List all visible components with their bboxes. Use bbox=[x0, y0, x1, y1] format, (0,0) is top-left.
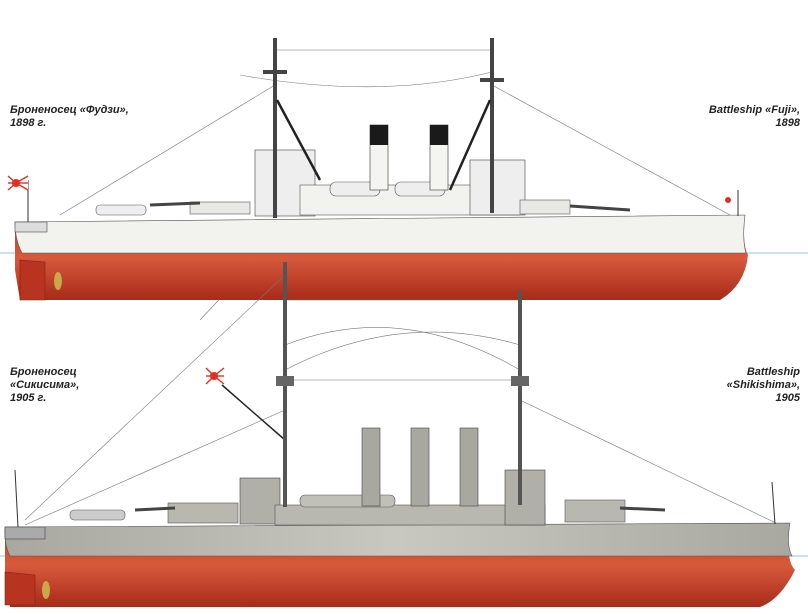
foremast bbox=[273, 38, 277, 218]
rising-sun-flag bbox=[205, 367, 225, 385]
aft-superstructure bbox=[469, 159, 526, 216]
boat bbox=[69, 509, 126, 521]
boat bbox=[95, 204, 147, 216]
caption-line: 1898 bbox=[775, 117, 800, 129]
caption-line: Броненосец bbox=[10, 366, 77, 378]
caption-line: 1905 bbox=[775, 392, 800, 404]
caption-line: Battleship bbox=[746, 366, 800, 378]
upper-hull bbox=[14, 214, 747, 254]
caption-fuji-ru: Броненосец «Фудзи», 1898 г. bbox=[10, 104, 129, 130]
caption-fuji-en: Battleship «Fuji», 1898 bbox=[709, 104, 800, 130]
caption-line: 1898 г. bbox=[10, 117, 47, 129]
rigging bbox=[24, 274, 781, 526]
caption-line: 1905 г. bbox=[10, 392, 47, 404]
funnel bbox=[361, 427, 381, 507]
rising-sun-flag bbox=[7, 175, 29, 191]
ship-shikishima bbox=[0, 262, 808, 607]
jack-flag bbox=[725, 197, 731, 203]
upper-hull bbox=[4, 522, 793, 557]
ship-fuji bbox=[0, 38, 808, 321]
caption-line: Battleship «Fuji», bbox=[708, 104, 800, 116]
mainmast bbox=[518, 290, 522, 505]
fore-superstructure bbox=[239, 477, 281, 525]
caption-shikishima-en: Battleship «Shikishima», 1905 bbox=[727, 366, 800, 405]
caption-line: «Сикисима», bbox=[10, 379, 80, 391]
funnel bbox=[410, 427, 430, 507]
caption-line: Броненосец «Фудзи», bbox=[10, 104, 129, 116]
caption-shikishima-ru: Броненосец «Сикисима», 1905 г. bbox=[10, 366, 79, 405]
propeller bbox=[54, 272, 62, 290]
rudder bbox=[4, 571, 36, 606]
aft-superstructure bbox=[504, 469, 546, 526]
propeller bbox=[42, 581, 50, 599]
rudder bbox=[19, 259, 46, 301]
caption-line: «Shikishima», bbox=[726, 379, 800, 391]
funnel bbox=[459, 427, 479, 507]
mainmast bbox=[490, 38, 494, 213]
